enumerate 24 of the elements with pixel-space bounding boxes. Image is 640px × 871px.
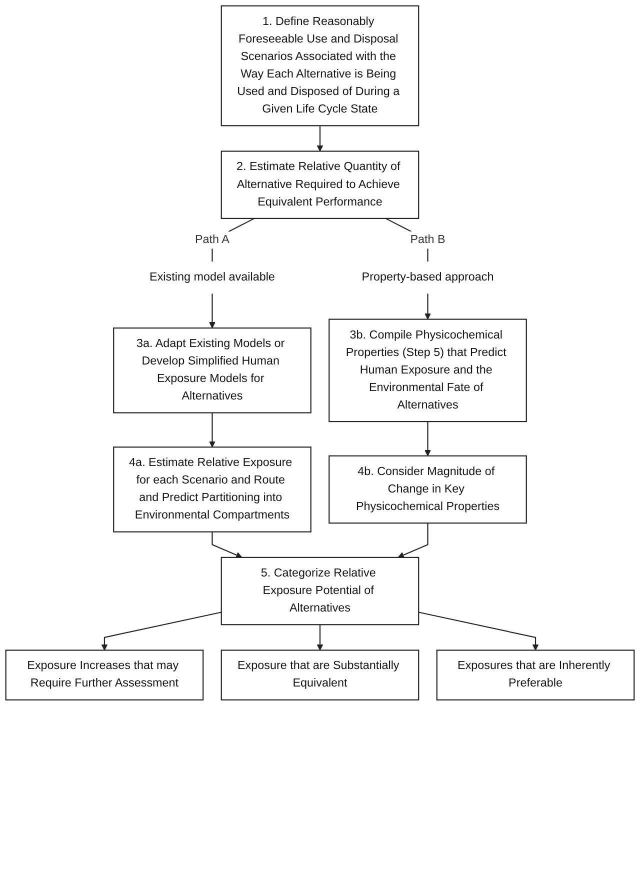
- node-box: 1. Define Reasonably Foreseeable Use and Disposal Scenarios Associated with the Way Each Alternative is Being Used and Disposed of During a Given Life Cycle State: [220, 5, 420, 126]
- node-text: Existing model available: [150, 271, 275, 284]
- arrow: [101, 612, 222, 650]
- edge-label: Path A: [195, 233, 230, 246]
- arrow: [316, 126, 324, 152]
- arrow: [209, 412, 216, 448]
- arrow: [398, 523, 428, 558]
- arrow: [316, 624, 324, 650]
- arrow: [424, 422, 431, 456]
- node-box: Exposure that are Substantially Equivalent: [220, 650, 420, 700]
- node-box: 4b. Consider Magnitude of Change in Key Physicochemical Properties: [328, 455, 527, 524]
- arrow: [424, 294, 431, 320]
- node-box: 2. Estimate Relative Quantity of Alternative Required to Achieve Equivalent Performance: [220, 150, 420, 219]
- node-box: 3b. Compile Physicochemical Properties (Step 5) that Predict Human Exposure and the Environmental Fate of Alternatives: [328, 318, 527, 422]
- node-box: Exposure Increases that may Require Further Assessment: [5, 650, 204, 700]
- node-box: 4a. Estimate Relative Exposure for each Scenario and Route and Predict Partitioning into Environmental Compartments: [113, 446, 312, 532]
- arrow: [418, 612, 539, 650]
- node-box: 5. Categorize Relative Exposure Potential of Alternatives: [220, 556, 420, 626]
- node-box: 3a. Adapt Existing Models or Develop Simplified Human Exposure Models for Alternatives: [113, 327, 312, 414]
- node-box: Exposures that are Inherently Preferable: [436, 650, 635, 700]
- node-text: Property-based approach: [362, 271, 494, 284]
- arrow: [209, 294, 216, 328]
- arrow: [212, 532, 242, 558]
- edge-label: Path B: [410, 233, 446, 246]
